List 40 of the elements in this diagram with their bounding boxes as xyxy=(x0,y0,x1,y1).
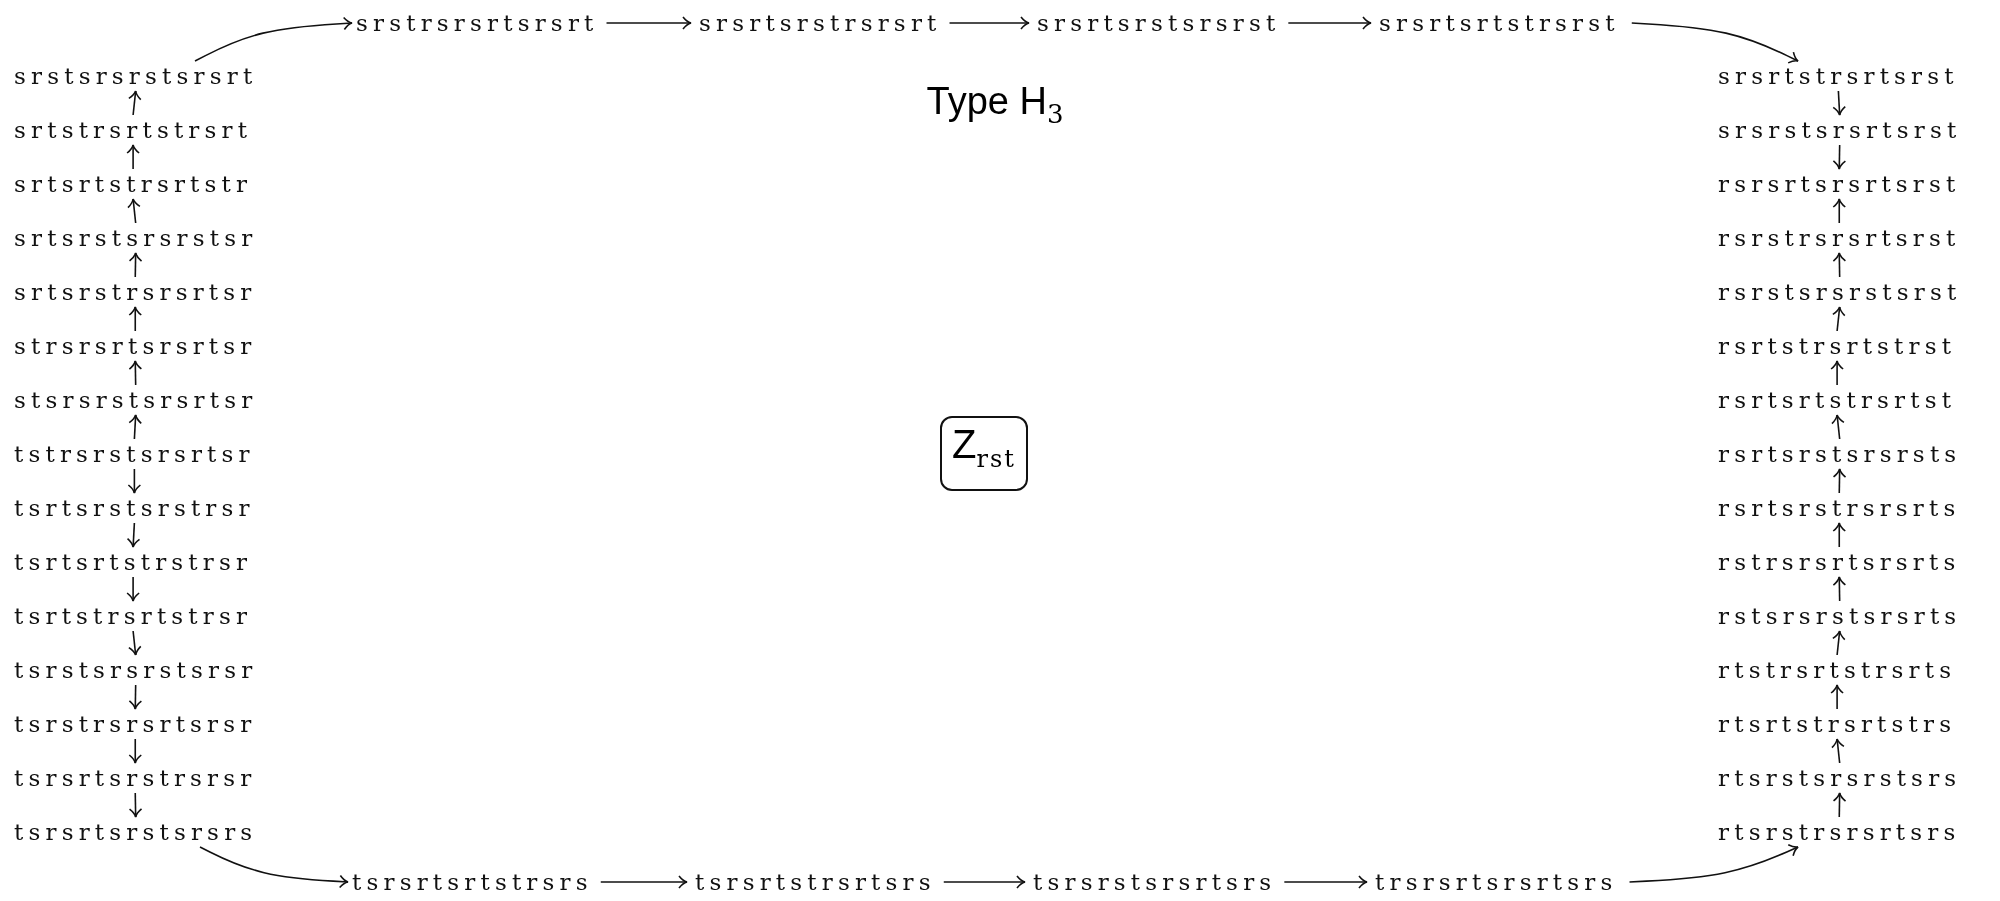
word-label: rsrstrsrsrtsrst xyxy=(1714,223,1965,253)
word-label: srsrtsrstsrsrst xyxy=(1033,8,1285,38)
word-label: srstsrsrstsrsrt xyxy=(10,61,262,91)
word-label: srtstrsrtstrsrt xyxy=(10,115,257,145)
word-label: tsrsrstsrsrtsrs xyxy=(1029,867,1281,897)
word-label: tsrtsrtstrstrsr xyxy=(10,547,257,577)
word-label: srtsrstsrsrstsr xyxy=(10,223,262,253)
word-label: rtsrstsrsrstsrs xyxy=(1714,763,1966,793)
word-label: trsrsrtsrsrtsrs xyxy=(1371,867,1622,897)
word-label: rtsrtstrsrtstrs xyxy=(1714,709,1961,739)
word-label: srtsrtstrsrtstr xyxy=(10,169,257,199)
word-label: tsrsrtsrstsrsrs xyxy=(10,817,262,847)
word-label: strsrsrtsrsrtsr xyxy=(10,331,261,361)
word-label: srsrstsrsrtsrst xyxy=(1714,115,1966,145)
word-label: rtsrstrsrsrtsrs xyxy=(1714,817,1965,847)
word-label: tsrtstrsrtstrsr xyxy=(10,601,257,631)
word-label: stsrsrstsrsrtsr xyxy=(10,385,262,415)
word-label: rtstrsrtstrsrts xyxy=(1714,655,1961,685)
word-label: tsrstrsrsrtsrsr xyxy=(10,709,261,739)
word-label: srsrtsrtstrsrst xyxy=(1375,8,1624,38)
word-label: rsrstsrsrstsrst xyxy=(1714,277,1966,307)
word-label: tsrtsrstsrstrsr xyxy=(10,493,259,523)
word-label: tsrsrtsrtstrsrs xyxy=(348,867,597,897)
word-label: rsrtstrsrtstrst xyxy=(1714,331,1961,361)
rounded-box: Z$_{rst}$ xyxy=(940,415,1028,491)
word-label: rsrtsrstrsrsrts xyxy=(1714,493,1965,523)
diagram-title: Type H$_{3}$ xyxy=(926,80,1064,129)
word-label: rsrsrtsrsrtsrst xyxy=(1714,169,1965,199)
word-label: rsrtsrstsrsrsts xyxy=(1714,439,1966,469)
word-label: tsrsrtstrsrtsrs xyxy=(691,867,940,897)
word-label: srstrsrsrtsrsrt xyxy=(352,8,603,38)
word-label: tsrsrtsrstrsrsr xyxy=(10,763,261,793)
word-label: srsrtsrstrsrsrt xyxy=(695,8,946,38)
word-label: rstsrsrstsrsrts xyxy=(1714,601,1966,631)
word-label: rstrsrsrtsrsrts xyxy=(1714,547,1965,577)
word-label: tsrstsrsrstsrsr xyxy=(10,655,262,685)
word-label: srtsrstrsrsrtsr xyxy=(10,277,261,307)
word-label: srsrtstrsrtsrst xyxy=(1714,61,1963,91)
word-label: rsrtsrtstrsrtst xyxy=(1714,385,1961,415)
word-label: tstrsrstsrsrtsr xyxy=(10,439,259,469)
